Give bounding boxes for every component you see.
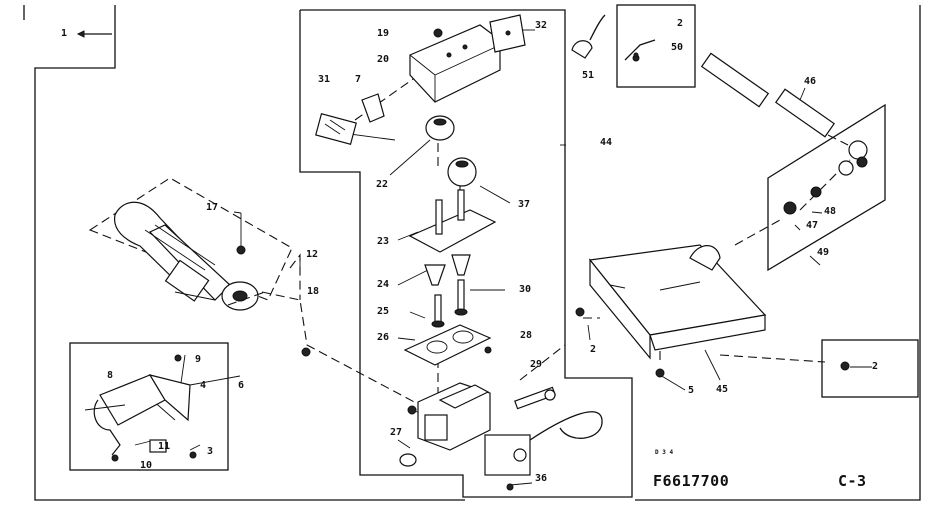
callout-17: 17 xyxy=(206,202,219,213)
tiny-mark: D 3 4 xyxy=(655,449,674,456)
callout-7: 7 xyxy=(355,74,362,85)
callout-50: 50 xyxy=(671,42,684,53)
callout-2-right: 2 xyxy=(872,361,879,372)
box-part-2 xyxy=(821,339,919,398)
callout-12: 12 xyxy=(306,249,319,260)
burner-assembly xyxy=(88,177,293,311)
callout-18: 18 xyxy=(307,286,320,297)
callout-4: 4 xyxy=(200,380,207,391)
callout-29: 29 xyxy=(530,359,543,370)
callout-1: 1 xyxy=(61,28,68,39)
callout-2-left: 2 xyxy=(590,344,597,355)
screw-2-top xyxy=(633,52,639,58)
callout-22: 22 xyxy=(376,179,389,190)
box-parts-2-50 xyxy=(616,4,696,88)
callout-49: 49 xyxy=(817,247,830,258)
callout-27: 27 xyxy=(390,427,403,438)
screw-5 xyxy=(655,368,665,378)
screw-17 xyxy=(236,245,246,255)
box-part-6-assembly xyxy=(69,342,229,471)
callout-6: 6 xyxy=(238,380,245,391)
part-45-bracket xyxy=(588,244,767,360)
callout-2-top: 2 xyxy=(677,18,684,29)
outer-frame xyxy=(23,5,921,501)
callout-31: 31 xyxy=(318,74,331,85)
callout-8: 8 xyxy=(107,370,114,381)
drawing-number: F6617700 xyxy=(653,472,730,490)
callout-30: 30 xyxy=(519,284,532,295)
callout-20: 20 xyxy=(377,54,390,65)
group-49-outline xyxy=(767,103,886,272)
part-51 xyxy=(571,14,606,59)
screw-2-right xyxy=(840,361,850,371)
callout-37: 37 xyxy=(518,199,531,210)
part-49-group xyxy=(783,140,868,215)
screw-18 xyxy=(301,347,311,357)
callout-10: 10 xyxy=(140,460,153,471)
callout-48: 48 xyxy=(824,206,837,217)
callout-9: 9 xyxy=(195,354,202,365)
valve-assembly-boundary xyxy=(299,9,633,498)
part-50 xyxy=(624,39,656,62)
screw-2-left xyxy=(575,307,585,317)
callout-32: 32 xyxy=(535,20,548,31)
callout-5: 5 xyxy=(688,385,695,396)
callout-51: 51 xyxy=(582,70,595,81)
callout-3: 3 xyxy=(207,446,214,457)
page-reference: C-3 xyxy=(838,472,867,490)
callout-47: 47 xyxy=(806,220,819,231)
callout-25: 25 xyxy=(377,306,390,317)
callout-26: 26 xyxy=(377,332,390,343)
callout-28: 28 xyxy=(520,330,533,341)
part-6-assembly xyxy=(84,354,197,462)
callout-36: 36 xyxy=(535,473,548,484)
callout-19: 19 xyxy=(377,28,390,39)
valve-parts xyxy=(315,14,603,491)
callout-11: 11 xyxy=(158,441,171,452)
callout-23: 23 xyxy=(377,236,390,247)
callout-46: 46 xyxy=(804,76,817,87)
callout-44: 44 xyxy=(600,137,613,148)
callout-45: 45 xyxy=(716,384,729,395)
part-46-tube xyxy=(700,52,835,138)
callout-24: 24 xyxy=(377,279,390,290)
reference-arrow-1 xyxy=(76,30,112,38)
